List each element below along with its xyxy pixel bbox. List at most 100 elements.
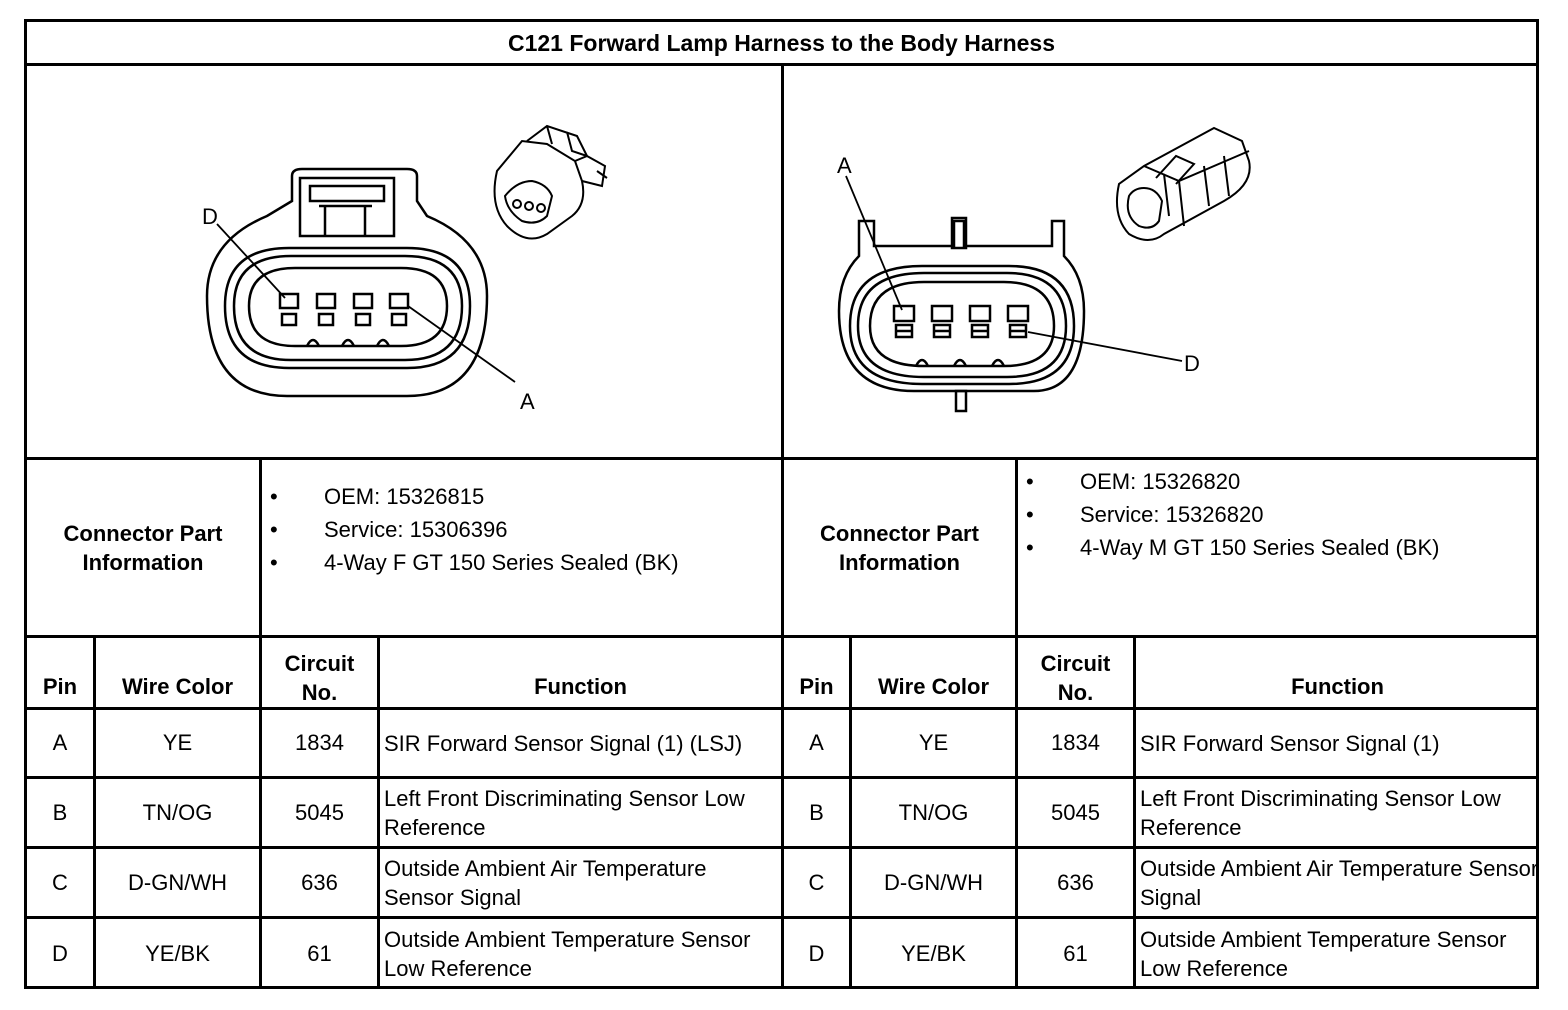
callout-a-line	[845, 175, 903, 311]
bullet-icon: •	[1026, 535, 1034, 560]
part-info-text: Service: 15306396	[324, 517, 508, 542]
left-partinfo-divider	[259, 457, 262, 989]
right-pin-cell: B	[809, 799, 824, 825]
right-pin-cell: D	[808, 941, 825, 966]
left-pin-cell: B	[52, 799, 68, 825]
row-rule-1	[27, 776, 1536, 779]
male-connector-isometric	[1116, 126, 1251, 241]
part-info-item: • OEM: 15326820	[1018, 465, 1518, 498]
female-terminal-a	[388, 292, 410, 310]
right-wire-color-cell: TN/OG	[898, 799, 969, 825]
male-connector-key-top	[950, 216, 968, 250]
male-terminal-a	[892, 304, 916, 323]
male-terminal-c	[968, 304, 992, 323]
female-terminal-b	[352, 292, 374, 310]
left-circuit-cell: 61	[307, 941, 332, 966]
left-pin-cell: D	[52, 941, 68, 966]
left-pin-divider	[93, 635, 96, 989]
female-connector-cavity	[247, 266, 449, 348]
male-connector-key-bottom	[954, 389, 968, 413]
left-header-pin: Pin	[42, 674, 78, 699]
female-connector-seal-outer	[223, 246, 472, 370]
connector-sheet: C121 Forward Lamp Harness to the Body Ha…	[24, 19, 1539, 989]
female-terminal-c	[315, 292, 337, 310]
right-circuit-divider	[1133, 635, 1136, 989]
part-info-text: OEM: 15326820	[1080, 469, 1241, 494]
left-header-function: Function	[534, 674, 627, 699]
center-divider	[781, 63, 784, 989]
row-rule-3	[27, 916, 1536, 919]
female-terminal-d	[278, 292, 300, 310]
bullet-icon: •	[1026, 502, 1034, 527]
female-connector-outer-shell	[205, 167, 489, 398]
left-header-wire-color: Wire Color	[121, 674, 234, 699]
male-terminal-d	[1006, 304, 1030, 323]
right-wire-color-cell: D-GN/WH	[884, 869, 983, 895]
male-terminal-b	[930, 304, 954, 323]
right-part-info-label: Connector Part Information	[820, 520, 979, 575]
right-partinfo-divider	[1015, 457, 1018, 989]
left-part-info: • OEM: 15326815 • Service: 15306396 • 4-Way F…	[262, 480, 781, 579]
part-info-item: • 4-Way M GT 150 Series Sealed (BK)	[1018, 531, 1518, 564]
right-function-cell: Left Front Discriminating Sensor Low Ref…	[1140, 785, 1501, 840]
left-circuit-cell: 636	[301, 869, 338, 895]
male-connector-diagram: A D	[837, 126, 1251, 413]
left-pin-cell: C	[52, 869, 68, 895]
right-header-wire-color: Wire Color	[877, 674, 990, 699]
part-info-text: Service: 15326820	[1080, 502, 1264, 527]
part-info-text: 4-Way F GT 150 Series Sealed (BK)	[324, 550, 679, 575]
left-function-cell: Outside Ambient Temperature Sensor Low R…	[384, 927, 751, 981]
right-part-info: • OEM: 15326820 • Service: 15326820 • 4-Way M…	[1018, 465, 1518, 564]
male-connector-seal-inner	[856, 271, 1068, 379]
part-info-text: 4-Way M GT 150 Series Sealed (BK)	[1080, 535, 1440, 560]
right-circuit-cell: 636	[1057, 869, 1094, 895]
right-pin-cell: C	[808, 869, 825, 895]
right-circuit-cell: 61	[1063, 941, 1088, 966]
right-pin-cell: A	[809, 730, 824, 755]
partinfo-bottom-rule	[27, 635, 1536, 638]
left-function-cell: SIR Forward Sensor Signal (1) (LSJ)	[384, 730, 743, 756]
right-header-pin: Pin	[799, 674, 834, 699]
female-connector-latch	[298, 176, 396, 238]
diagram-bottom-rule	[27, 457, 1536, 460]
left-circuit-divider	[377, 635, 380, 989]
female-connector-seal-inner	[232, 254, 464, 362]
left-label-d: D	[202, 204, 218, 229]
left-wire-color-cell: YE/BK	[145, 941, 210, 966]
left-function-cell: Left Front Discriminating Sensor Low Ref…	[384, 785, 745, 840]
female-connector-isometric	[493, 124, 608, 240]
header-bottom-rule	[27, 707, 1536, 710]
male-connector-seal-outer	[848, 264, 1076, 386]
callout-d-line	[216, 223, 286, 299]
right-wire-color-cell: YE/BK	[901, 941, 966, 966]
male-connector-outer-shell	[837, 219, 1086, 393]
bullet-icon: •	[1026, 469, 1034, 494]
right-circuit-cell: 5045	[1051, 799, 1100, 825]
right-pin-divider	[849, 635, 852, 989]
right-function-cell: SIR Forward Sensor Signal (1)	[1140, 730, 1440, 756]
part-info-item: • OEM: 15326815	[262, 480, 781, 513]
right-wire-color-cell: YE	[918, 730, 949, 755]
right-header-function: Function	[1291, 674, 1384, 699]
left-circuit-cell: 1834	[295, 730, 344, 755]
bullet-icon: •	[270, 517, 278, 542]
callout-d-line	[1027, 331, 1183, 362]
left-wire-color-cell: YE	[162, 730, 193, 755]
left-header-circuit: Circuit No.	[284, 651, 355, 705]
left-wire-color-cell: TN/OG	[142, 799, 213, 825]
part-info-text: OEM: 15326815	[324, 484, 485, 509]
bullet-icon: •	[270, 484, 278, 509]
right-label-a: A	[837, 153, 852, 178]
bullet-icon: •	[270, 550, 278, 575]
right-header-circuit: Circuit No.	[1040, 651, 1111, 705]
left-part-info-label: Connector Part Information	[63, 520, 223, 575]
part-info-item: • 4-Way F GT 150 Series Sealed (BK)	[262, 546, 781, 579]
right-function-cell: Outside Ambient Temperature Sensor Low R…	[1140, 927, 1507, 981]
left-pin-cell: A	[52, 730, 68, 755]
part-info-item: • Service: 15326820	[1018, 498, 1518, 531]
row-rule-2	[27, 846, 1536, 849]
right-function-cell: Outside Ambient Air Temperature Sensor S…	[1140, 855, 1539, 910]
left-function-cell: Outside Ambient Air Temperature Sensor S…	[384, 855, 707, 910]
right-circuit-cell: 1834	[1051, 730, 1100, 755]
callout-a-line	[407, 305, 516, 383]
